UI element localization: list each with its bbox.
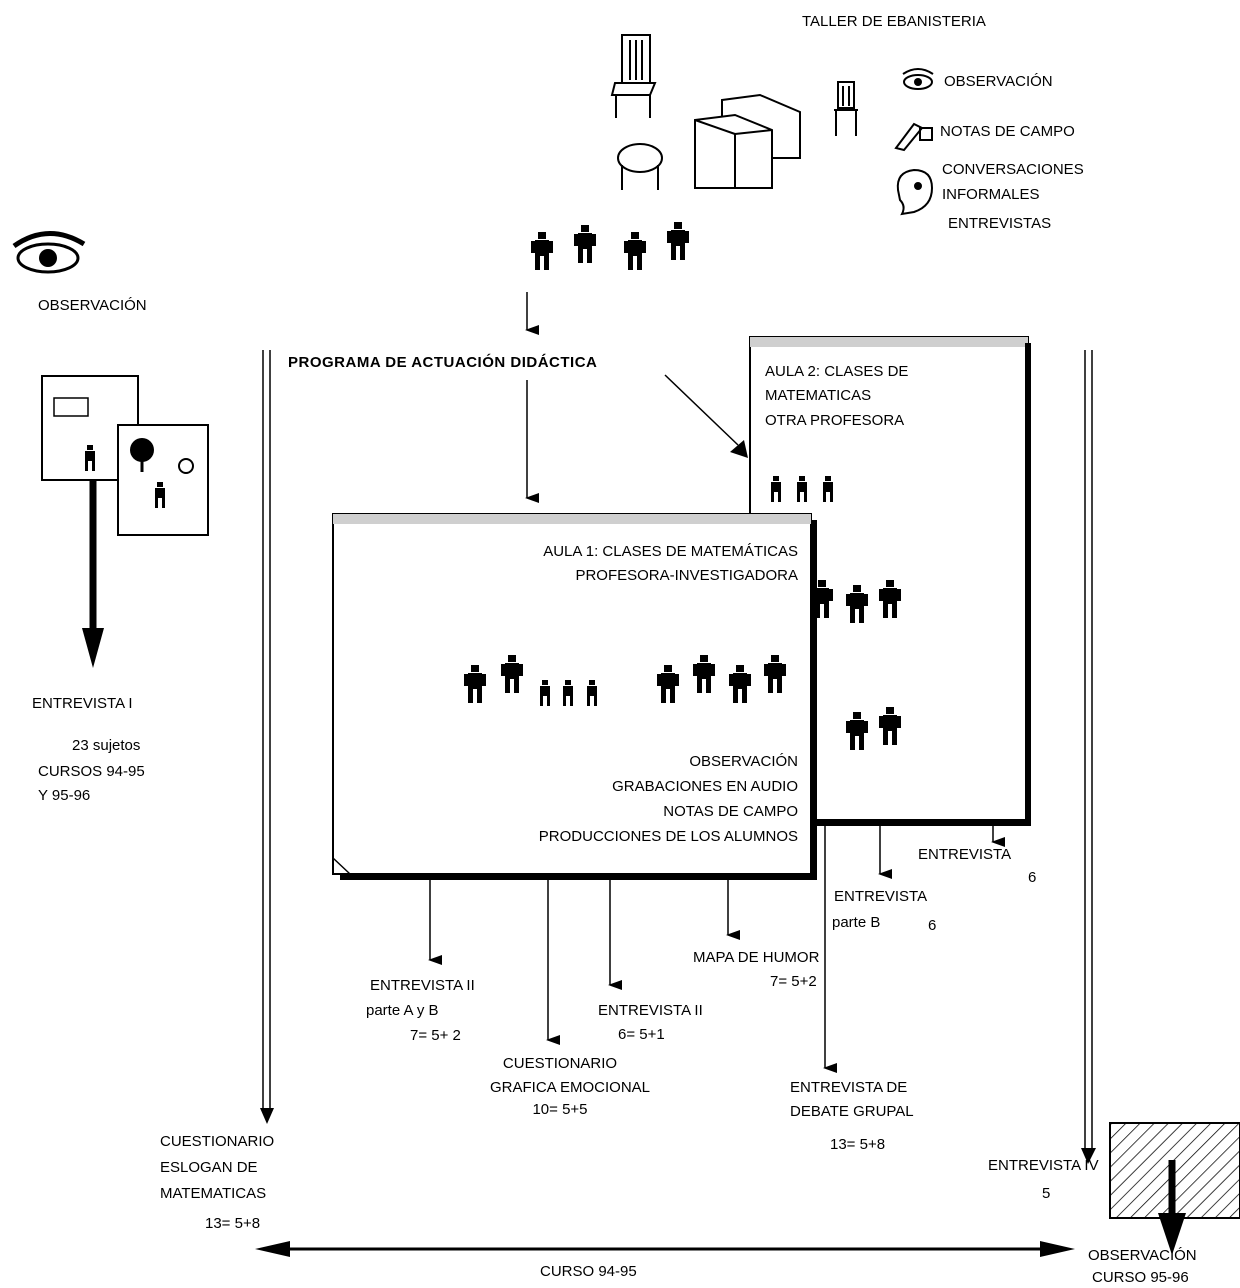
cuestionario-grafica-subtitle: GRAFICA EMOCIONAL	[490, 1079, 651, 1096]
aula1-method-productions: PRODUCCIONES DE LOS ALUMNOS	[538, 828, 798, 845]
entrevista-ii-count: 6= 5+1	[618, 1026, 665, 1043]
entrevista-iv-count: 5	[1042, 1185, 1051, 1202]
box-icon	[694, 93, 801, 189]
interview-1-title: ENTREVISTA I	[32, 695, 133, 712]
entrevista-ii-ab-part: parte A y B	[366, 1002, 439, 1019]
entrevista-debate-title: ENTREVISTA DE	[790, 1079, 908, 1096]
entrevista-ii-ab-title: ENTREVISTA II	[370, 977, 475, 994]
chair-icon	[834, 81, 858, 136]
workshop-title: TALLER DE EBANISTERIA	[802, 13, 986, 30]
eye-icon	[12, 231, 86, 274]
aula2-teacher: OTRA PROFESORA	[765, 412, 905, 429]
program-label: PROGRAMA DE ACTUACIÓN DIDÁCTICA	[288, 354, 598, 371]
mapa-humor-title: MAPA DE HUMOR	[693, 949, 820, 966]
workshop-method-informal: INFORMALES	[942, 186, 1040, 203]
eye-icon	[902, 68, 934, 90]
entrevista-b-title: ENTREVISTA	[834, 888, 928, 905]
interview-1-courses: CURSOS 94-95	[38, 763, 145, 780]
cuestionario-eslogan-subject: MATEMATICAS	[160, 1185, 267, 1202]
timeline-curso-94-95: CURSO 94-95	[540, 1263, 637, 1280]
entrevista-debate-count: 13= 5+8	[830, 1136, 886, 1153]
workshop-students	[531, 222, 689, 270]
workshop-method-interviews: ENTREVISTAS	[948, 215, 1052, 232]
entrevista-iv-title: ENTREVISTA IV	[988, 1157, 1099, 1174]
aula1-method-notes: NOTAS DE CAMPO	[663, 803, 798, 820]
pen-icon	[894, 122, 933, 152]
entrevista-b-count: 6	[928, 917, 937, 934]
cuestionario-grafica-count: 10= 5+5	[532, 1101, 588, 1118]
left-observation-label: OBSERVACIÓN	[38, 297, 147, 314]
aula1-teacher: PROFESORA-INVESTIGADORA	[575, 567, 798, 584]
aula1-method-audio: GRABACIONES EN AUDIO	[612, 778, 798, 795]
workshop-method-observation: OBSERVACIÓN	[944, 73, 1053, 90]
entrevista-ii-ab-count: 7= 5+ 2	[410, 1027, 461, 1044]
workshop-method-conversations: CONVERSACIONES	[942, 161, 1084, 178]
entrevista-aula2-title: ENTREVISTA	[918, 846, 1012, 863]
interview-1-subjects: 23 sujetos	[72, 737, 141, 754]
cuestionario-grafica-title: CUESTIONARIO	[502, 1055, 618, 1072]
entrevista-aula2-count: 6	[1028, 869, 1037, 886]
aula1-title: AULA 1: CLASES DE MATEMÁTICAS	[543, 543, 798, 560]
mapa-humor-count: 7= 5+2	[770, 973, 817, 990]
workshop-method-field-notes: NOTAS DE CAMPO	[940, 123, 1075, 140]
entrevista-b-part: parte B	[832, 914, 881, 931]
interview-1-courses-2: Y 95-96	[38, 787, 91, 804]
cuestionario-eslogan-title: CUESTIONARIO	[160, 1133, 275, 1150]
aula1-method-observation: OBSERVACIÓN	[689, 753, 798, 770]
chair-icon	[610, 34, 657, 118]
speech-head-icon	[896, 168, 934, 216]
entrevista-ii-title: ENTREVISTA II	[598, 1002, 703, 1019]
cuestionario-eslogan-subtitle: ESLOGAN DE	[160, 1159, 258, 1176]
aula2-subject: MATEMATICAS	[765, 387, 872, 404]
cuestionario-eslogan-count: 13= 5+8	[205, 1215, 261, 1232]
timeline-curso-95-96: CURSO 95-96	[1092, 1269, 1189, 1286]
document-icon	[41, 375, 209, 536]
timeline-observation-95-96: OBSERVACIÓN	[1088, 1247, 1197, 1264]
entrevista-debate-subtitle: DEBATE GRUPAL	[790, 1103, 914, 1120]
table-icon	[617, 143, 663, 190]
aula2-title: AULA 2: CLASES DE	[765, 363, 909, 380]
